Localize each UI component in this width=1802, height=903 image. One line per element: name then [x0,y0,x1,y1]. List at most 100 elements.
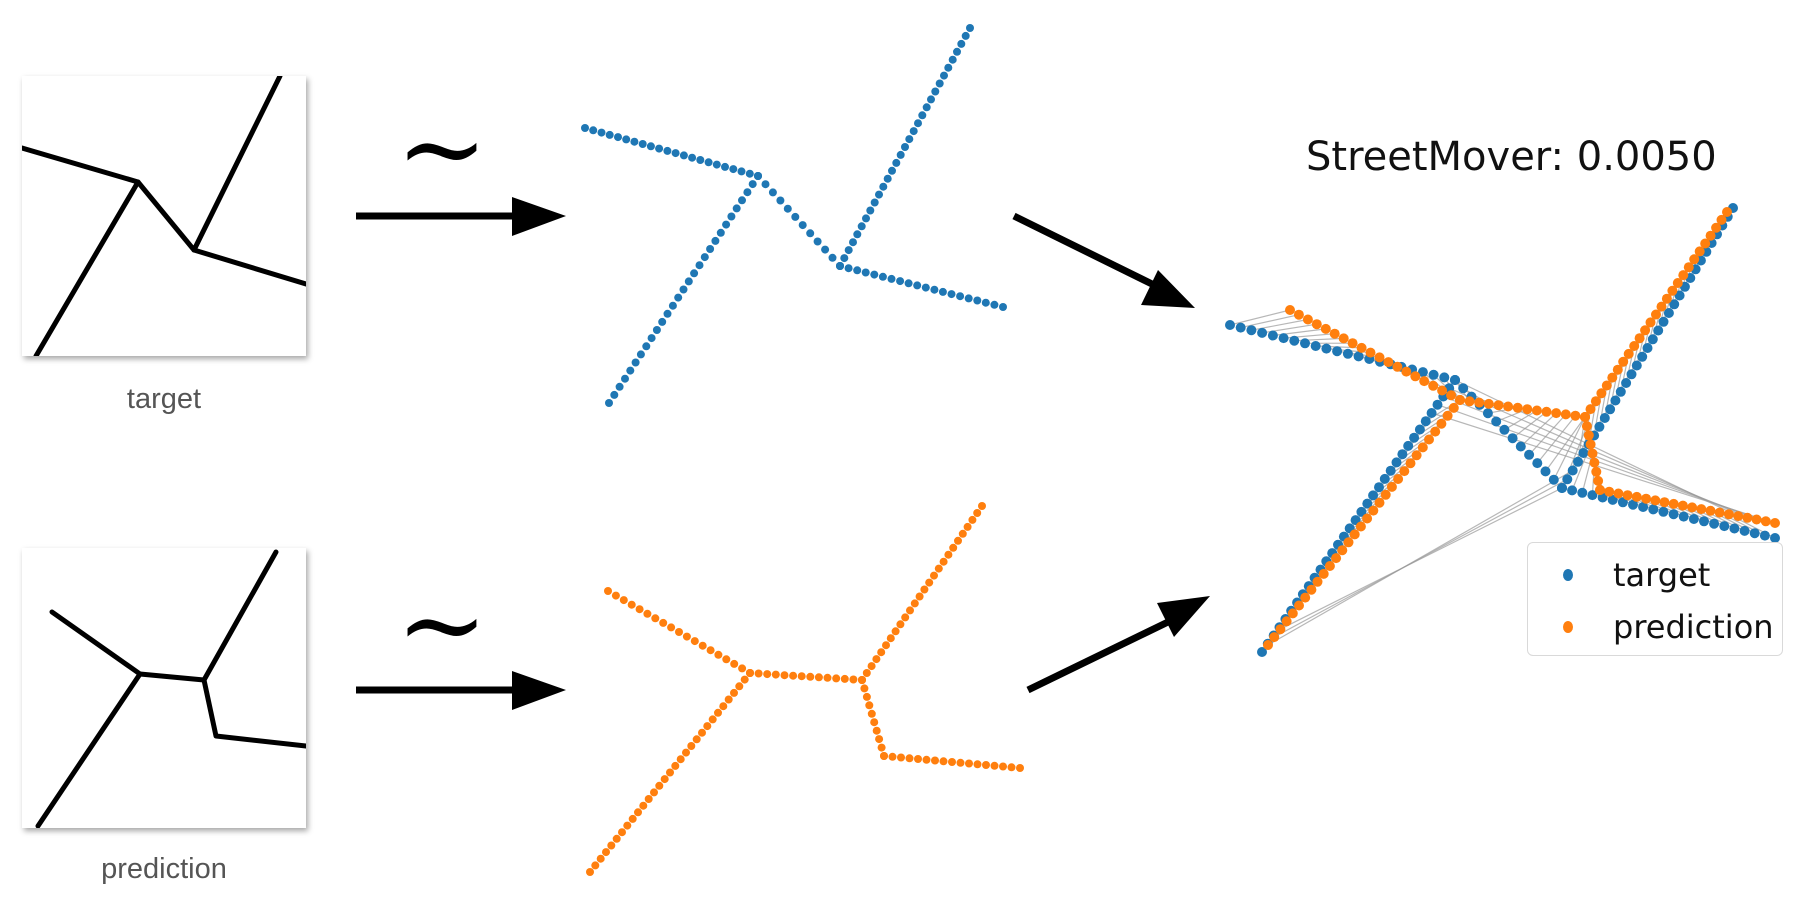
comparison-prediction-point [1275,624,1285,634]
comparison-prediction-point [1348,338,1358,348]
legend-marker-prediction [1563,621,1573,633]
target-sample-point [589,126,597,134]
prediction-sample-point [709,715,717,723]
target-sample-point [696,261,704,269]
prediction-sample-point [682,749,690,757]
comparison-prediction-point [1285,305,1295,315]
target-sample-point [918,111,926,119]
target-sample-point [729,165,737,173]
comparison-target-point [1600,413,1610,423]
prediction-sample-point [650,788,658,796]
prediction-sample-point [889,753,897,761]
prediction-sample-point [863,669,871,677]
comparison-prediction-point [1381,490,1391,500]
comparison-prediction-point [1722,207,1732,217]
target-sample-point [784,205,792,213]
comparison-target-point [1658,507,1668,517]
comparison-target-point [1616,387,1626,397]
target-sample-point [762,180,770,188]
prediction-sample-point [645,795,653,803]
target-sample-point [738,167,746,175]
prediction-sample-point [597,855,605,863]
target-sample-point [957,40,965,48]
comparison-target-point [1648,504,1658,514]
comparison-target-point [1427,408,1437,418]
comparison-prediction-point [1484,399,1494,409]
comparison-target-point [1415,425,1425,435]
target-sample-point [610,391,618,399]
prediction-sample-point [629,815,637,823]
prediction-sample-point [612,592,620,600]
prediction-sample-point [940,558,948,566]
prediction-sample-point [693,735,701,743]
comparison-prediction-point [1503,402,1513,412]
comparison-prediction-point [1269,632,1279,642]
comparison-prediction-point [1706,506,1716,516]
prediction-sample-point [655,782,663,790]
comparison-prediction-point [1669,499,1679,509]
target-sample-point [776,197,784,205]
target-sample-point [840,254,848,262]
comparison-prediction-point [1586,439,1596,449]
comparison-target-point [1648,334,1658,344]
comparison-prediction-point [1650,495,1660,505]
comparison-target-point [1750,528,1760,538]
comparison-target-point [1740,526,1750,536]
target-sample-point [690,269,698,277]
prediction-sample-point [613,835,621,843]
comparison-prediction-point [1392,362,1402,372]
comparison-prediction-point [1337,545,1347,555]
target-sample-point [999,303,1007,311]
comparison-prediction-point [1263,640,1273,650]
comparison-prediction-point [1399,466,1409,476]
comparison-prediction-point [1350,529,1360,539]
target-sample-point [791,213,799,221]
comparison-prediction-point [1613,489,1623,499]
target-sample-point [973,297,981,305]
target-sample-point [888,275,896,283]
comparison-prediction-point [1474,398,1484,408]
comparison-prediction-point [1313,577,1323,587]
target-sample-point [754,172,762,180]
prediction-sample-point [901,613,909,621]
comparison-target-point [1643,343,1653,353]
prediction-sample-point [863,693,871,701]
prediction-sample-point [906,754,914,762]
comparison-target-point [1669,509,1679,519]
comparison-prediction-point [1733,511,1743,521]
prediction-sample-point [923,756,931,764]
prediction-sample-point [661,775,669,783]
legend-item-prediction: prediction [1528,607,1774,647]
comparison-prediction-point [1455,395,1465,405]
prediction-sample-point [735,682,743,690]
prediction-sample-point [873,727,881,735]
prediction-sample-point [916,593,924,601]
target-sample-point [896,277,904,285]
prediction-sample-point [868,710,876,718]
comparison-prediction-point [1424,435,1434,445]
comparison-target-point [1403,441,1413,451]
comparison-prediction-point [1761,516,1771,526]
prediction-sample-point [991,762,999,770]
comparison-prediction-point [1446,390,1456,400]
target-sample-point [743,188,751,196]
target-sample-point [648,334,656,342]
comparison-target-point [1577,488,1587,498]
comparison-prediction-point [1375,498,1385,508]
comparison-target-point [1760,531,1770,541]
comparison-target-point [1549,475,1559,485]
legend: target prediction [1527,542,1783,656]
target-sample-point [905,279,913,287]
comparison-prediction-point [1591,467,1601,477]
target-sample-point [910,127,918,135]
prediction-sample-point [878,744,886,752]
comparison-prediction-point [1752,515,1762,525]
prediction-sample-point [806,673,814,681]
prediction-sample-point [675,628,683,636]
comparison-prediction-point [1724,509,1734,519]
target-sample-point [879,273,887,281]
comparison-prediction-point [1641,494,1651,504]
target-sample-point [853,230,861,238]
target-sample-point [913,281,921,289]
comparison-target-point [1439,372,1449,382]
